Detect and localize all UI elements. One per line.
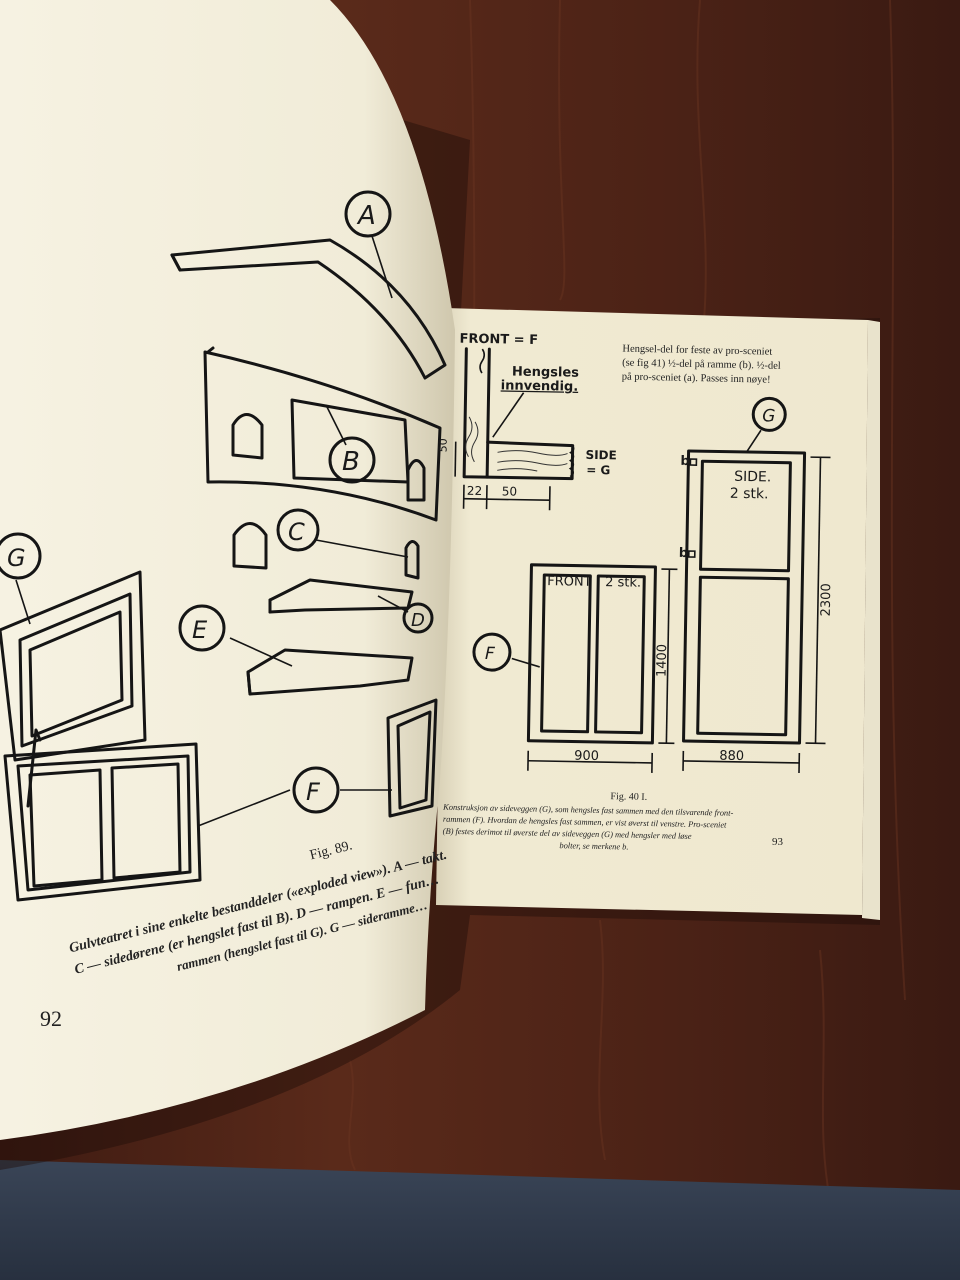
part-c-label: C [288, 518, 305, 546]
front-height: 1400 [655, 644, 671, 677]
part-a-label: A [356, 201, 376, 231]
front-count: 2 stk. [605, 575, 641, 591]
hinge-marker-1: b [680, 454, 690, 469]
front-marker: F [485, 644, 495, 664]
front-width: 900 [574, 749, 599, 764]
right-figure-label: Fig. 40 I. [610, 791, 647, 803]
side-width: 880 [719, 749, 744, 764]
hinge-marker-2: b [679, 546, 689, 561]
left-page-number: 92 [40, 1006, 62, 1031]
hinge-text-3: på pro-sceniet (a). Passes inn nøye! [622, 372, 771, 386]
part-f-label: F [306, 778, 321, 806]
part-c-door [232, 522, 268, 570]
hinge-note-1: Hengsles [512, 365, 580, 381]
exploded-view-drawing: A B C D E G [0, 190, 447, 902]
side-marker: G [762, 406, 776, 426]
dim-50: 50 [502, 484, 518, 498]
hinge-note-2: innvendig. [501, 378, 579, 394]
detail-side-label-2: = G [586, 463, 610, 477]
part-g-label: G [7, 544, 26, 572]
hinge-text-2: (se fig 41) ½-del på ramme (b). ½-del [622, 358, 781, 372]
part-b-label: B [342, 447, 360, 477]
side-frame-drawing: SIDE. 2 stk. G b b 2300 880 [679, 396, 835, 773]
part-f-frame [3, 742, 202, 902]
dim-50-vertical: 50 [437, 438, 450, 452]
part-d-label: D [411, 610, 425, 631]
right-caption-line-4: bolter, se merkene b. [559, 841, 628, 851]
part-a-board [170, 238, 447, 380]
right-page-number: 93 [772, 836, 784, 848]
detail-side-label-1: SIDE [585, 448, 617, 463]
part-g-frame [0, 570, 147, 762]
side-count: 2 stk. [730, 486, 769, 503]
dim-22: 22 [467, 484, 483, 498]
right-page-edge [862, 320, 880, 920]
detail-front-label: FRONT = F [459, 332, 538, 348]
part-e-label: E [192, 616, 208, 644]
hinge-text-1: Hengsel-del for feste av pro-sceniet [622, 344, 772, 358]
side-height: 2300 [819, 583, 835, 616]
hinge-text: Hengsel-del for feste av pro-sceniet (se… [622, 344, 781, 386]
fabric-cushion [0, 1160, 960, 1280]
front-frame-drawing: FRONT 2 stk. F 1400 900 [472, 563, 678, 773]
part-b-proscenium [203, 350, 442, 522]
right-page [436, 308, 868, 915]
hinge-detail: FRONT = F Hengsles innvendig. SIDE = G 5… [437, 332, 617, 511]
side-title: SIDE. [734, 469, 771, 486]
front-title: FRONT [547, 574, 592, 590]
left-page [0, 0, 455, 1140]
